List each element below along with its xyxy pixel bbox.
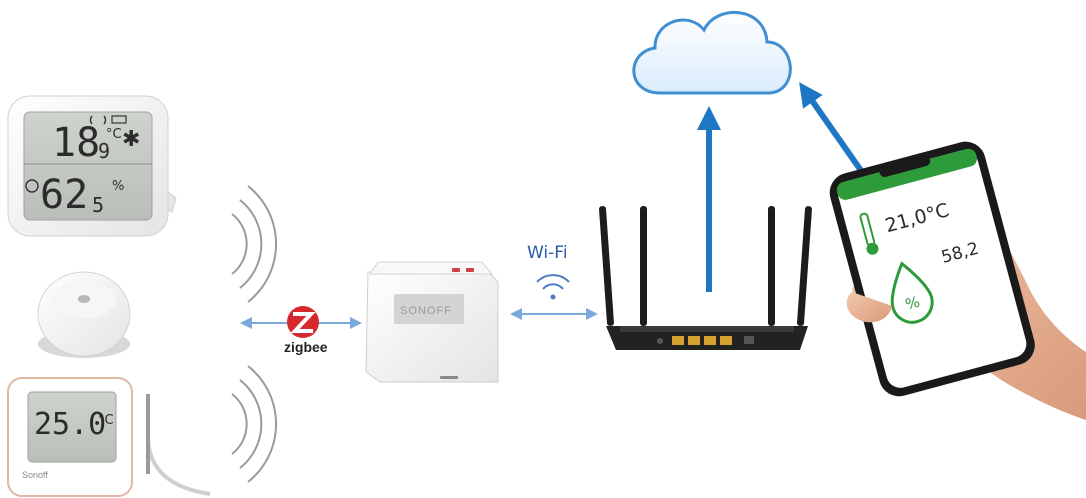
thermo-temp-dec: 9 (98, 139, 110, 163)
wifi-label: Wi-Fi (527, 243, 568, 263)
comfort-face-icon (25, 179, 39, 193)
snowflake-icon: ✱ (122, 127, 140, 152)
radio-waves-upper (231, 185, 277, 303)
thermo-temp-int: 18 (52, 120, 100, 166)
zigbee-logo-icon (287, 306, 319, 338)
thermo-hygrometer-device: 18 9 °C ✱ 62 5 % (7, 95, 177, 237)
hub-led-icon (466, 268, 474, 272)
power-port-icon (657, 338, 663, 344)
radio-waves-lower (231, 365, 277, 483)
signal-icon (89, 115, 107, 125)
thermometer-icon (859, 212, 879, 255)
probe-temp-unit: °C (98, 413, 114, 428)
thermo-hum-int: 62 (40, 172, 88, 218)
probe-temp: 25.0 (34, 407, 106, 442)
thermo-hum-dec: 5 (92, 193, 104, 217)
hand-holding-phone: 21,0°C % 58,2 (829, 141, 1086, 420)
hub-brand: SONOFF (400, 305, 452, 317)
thermo-temp-unit: °C (106, 127, 122, 142)
probe-thermometer-device: 25.0 °C Sonoff (7, 377, 211, 497)
water-drop-icon: % (890, 261, 934, 324)
thermo-hum-unit: % (112, 179, 124, 194)
wifi-icon (536, 274, 570, 300)
wan-port-icon (744, 336, 754, 344)
zigbee-label: zigbee (284, 339, 328, 355)
zigbee-hub-device: SONOFF (365, 261, 499, 383)
smartphone: 21,0°C % 58,2 (829, 141, 1035, 397)
round-sensor-device (37, 271, 131, 358)
cloud-icon (632, 10, 792, 95)
probe-rod (146, 394, 150, 474)
probe-brand: Sonoff (22, 470, 48, 480)
wifi-router-device (599, 206, 812, 350)
app-header-bar (836, 148, 977, 200)
hub-led-icon (452, 268, 460, 272)
ethernet-port-icon (672, 336, 732, 345)
usb-port (440, 376, 458, 379)
humidity-symbol: % (903, 293, 921, 314)
battery-icon (111, 115, 127, 124)
phone-to-cloud-arrow (799, 82, 865, 174)
phone-notch (879, 156, 931, 178)
thumb (846, 292, 892, 323)
sensor-led-icon (78, 295, 90, 303)
